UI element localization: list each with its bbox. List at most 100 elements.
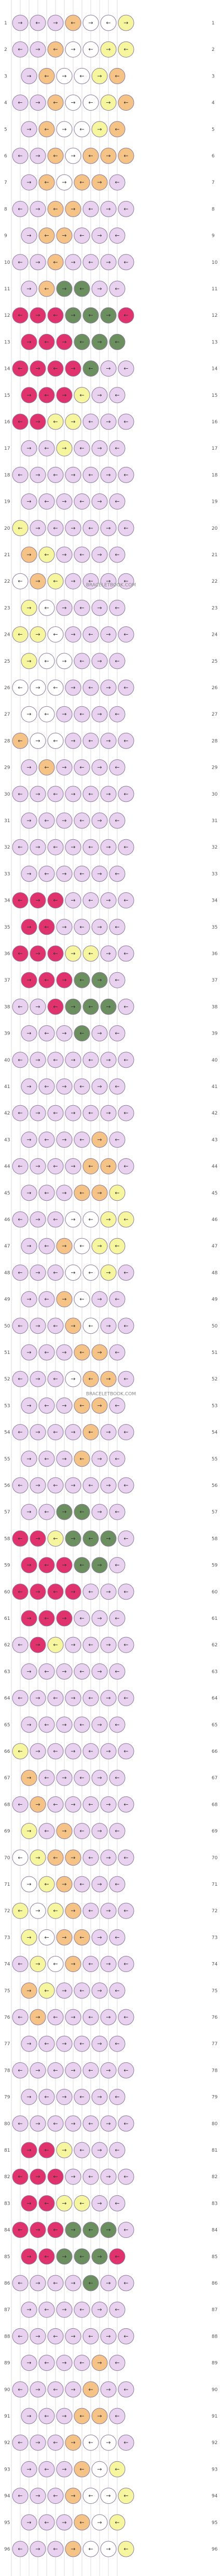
knot-arrow: ← [88,153,93,159]
row-number-right: 88 [212,2334,218,2339]
knot-arrow: → [71,472,75,478]
knot-circle [56,280,73,297]
knot-arrow: ← [79,764,84,771]
knot-arrow: ← [18,46,22,53]
knot-arrow: → [35,1908,40,1914]
knot: ← [38,1025,55,1042]
knot-arrow: ← [115,870,119,877]
knot: ← [74,333,90,350]
knot: → [30,147,46,164]
knot: → [21,1716,37,1733]
knot: ← [74,1929,90,1946]
knot-arrow: ← [79,2147,84,2154]
knot: ← [38,2461,55,2477]
row-number-left: 78 [4,2068,10,2073]
knot-circle [82,2381,99,2398]
knot-arrow: → [62,1083,66,1090]
knot-circle [12,15,29,31]
knot-arrow: ← [79,1881,84,1888]
knot: ← [118,679,134,696]
row-number-right: 51 [212,1350,217,1356]
knot-arrow: ← [123,737,128,744]
knot: ← [74,2142,90,2158]
knot-circle [21,919,37,935]
knot: → [30,1211,46,1228]
knot: ← [118,1052,134,1068]
row-number-right: 53 [212,1403,217,1408]
knot: ← [38,2408,55,2424]
knot-arrow: → [26,1402,31,1409]
knot-circle [109,1876,126,1893]
knot-arrow: → [71,1908,75,1914]
knot-circle [100,2168,117,2185]
knot: ← [82,95,99,111]
knot-arrow: ← [53,472,58,478]
knot: ← [82,2541,99,2557]
knot: → [91,706,108,722]
knot-circle [100,15,117,31]
knot-circle [100,2275,117,2291]
knot: → [65,2434,81,2451]
knot-circle [21,1238,37,1254]
row-number-left: 22 [4,579,10,584]
knot-arrow: ← [123,1908,128,1914]
knot-circle [82,200,99,217]
knot-circle [118,1105,134,1121]
knot: → [21,333,37,350]
knot-circle [118,892,134,909]
knot-arrow: → [97,1775,102,1781]
knot-arrow: ← [44,1562,49,1568]
row-number-right: 95 [212,2520,217,2526]
knot: → [56,2355,73,2371]
knot: ← [109,1131,126,1148]
knot-arrow: → [26,2253,31,2260]
knot-circle [30,1105,46,1121]
knot-arrow: ← [123,1429,128,1435]
knot-circle [118,1264,134,1281]
knot-circle [109,2355,126,2371]
knot-arrow: ← [79,870,84,877]
watermark: BRACELETBOOK.COM [86,1391,136,1397]
knot: ← [109,1291,126,1308]
knot-arrow: → [71,737,75,744]
knot: ← [12,1211,29,1228]
knot: → [56,387,73,404]
knot-arrow: ← [115,392,119,398]
knot-circle [74,2089,90,2105]
knot-circle [118,1371,134,1387]
knot-arrow: → [26,1775,31,1781]
knot-circle [47,1902,64,1919]
knot-arrow: → [97,2147,102,2154]
knot-arrow: ← [123,1376,128,1383]
knot: ← [38,280,55,297]
knot-circle [38,2461,55,2477]
knot: → [65,1902,81,1919]
knot-arrow: ← [79,1828,84,1834]
row-number-left: 21 [4,553,10,558]
row-number-left: 35 [4,925,10,930]
knot-arrow: ← [79,605,84,611]
knot-arrow: ← [53,578,58,585]
knot-arrow: ← [79,1721,84,1728]
knot-arrow: → [97,1455,102,1462]
knot-arrow: ← [18,897,22,904]
knot-circle [30,1371,46,1387]
knot: ← [109,972,126,988]
knot-circle [38,387,55,404]
knot-circle [100,626,117,643]
knot-arrow: ← [115,179,119,186]
knot: ← [47,1211,64,1228]
knot-circle [118,1211,134,1228]
knot-arrow: → [26,2200,31,2207]
knot-circle [91,865,108,882]
knot-arrow: → [97,445,102,452]
knot-arrow: → [106,472,110,478]
knot: ← [82,41,99,58]
knot-arrow: → [62,2253,66,2260]
knot-arrow: ← [79,1987,84,1994]
knot-arrow: ← [79,2466,84,2473]
knot: → [56,546,73,563]
knot: → [65,998,81,1015]
knot-arrow: → [26,73,31,79]
knot: → [100,95,117,111]
